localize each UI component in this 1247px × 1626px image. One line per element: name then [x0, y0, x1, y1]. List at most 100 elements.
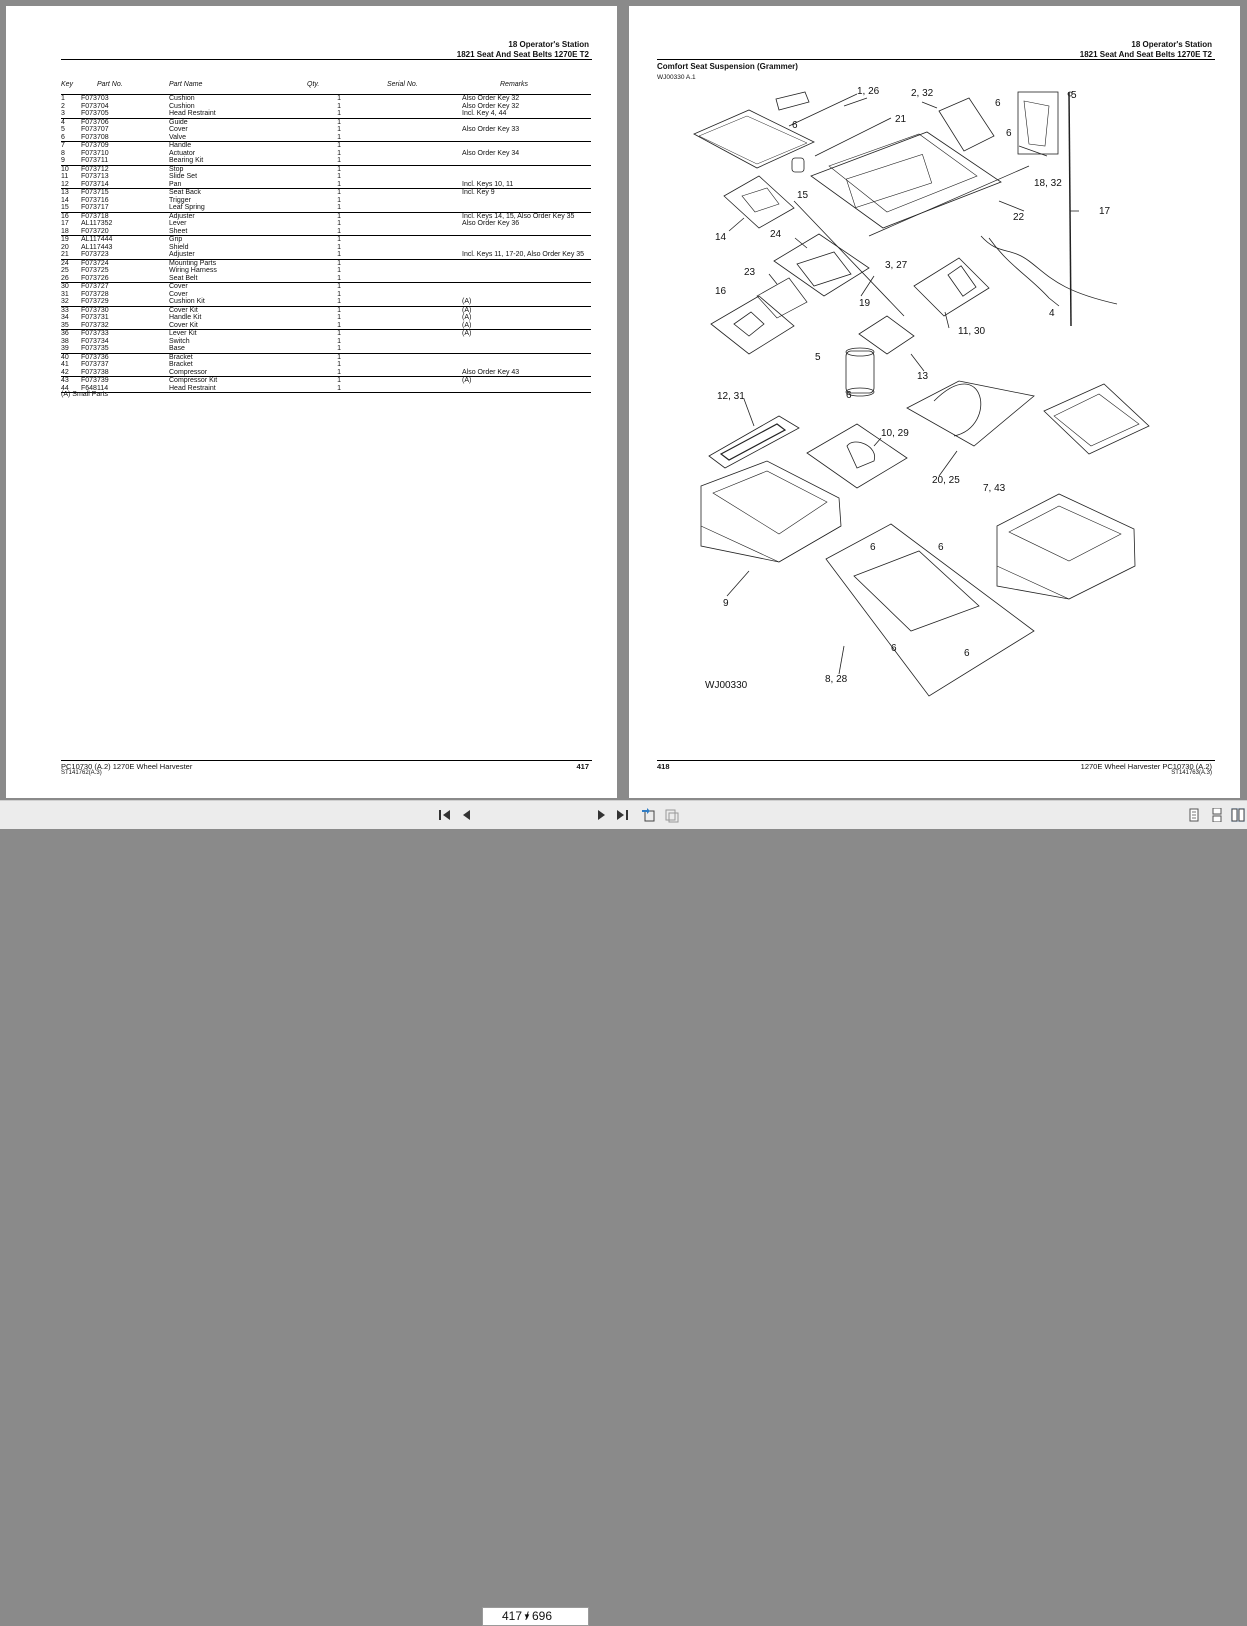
cell-key: 36 — [61, 330, 69, 337]
first-page-icon[interactable] — [438, 808, 452, 822]
cell-key: 41 — [61, 361, 69, 368]
cell-remarks: Incl. Key 9 — [462, 189, 495, 196]
base-plate-box — [825, 523, 1035, 697]
callout-label: 3, 27 — [885, 260, 908, 271]
cell-key: 3 — [61, 110, 81, 119]
col-part-name: Part Name — [169, 80, 299, 95]
cell-part-name: Cover — [169, 283, 188, 290]
right-page-header-section: 18 Operator's Station — [1131, 40, 1212, 49]
cell-remarks: Also Order Key 32 — [462, 102, 520, 110]
cell-serial-no — [387, 361, 462, 369]
col-part-no: Part No. — [81, 80, 169, 95]
cell-qty: 1 — [337, 337, 341, 345]
cell-qty: 1 — [337, 102, 341, 110]
callout-label: 5 — [1071, 90, 1077, 101]
cell-part-no: F073703 — [81, 95, 109, 102]
cell-qty: 1 — [337, 189, 341, 196]
callout-label: 6 — [938, 542, 944, 553]
cell-qty: 1 — [299, 384, 387, 393]
callout-label: 12, 31 — [717, 391, 745, 402]
callout-label: 10, 29 — [881, 428, 909, 439]
left-footer-doc: PC10730 (A.2) 1270E Wheel Harvester — [61, 762, 193, 771]
cell-remarks: Incl. Keys 14, 15, Also Order Key 35 — [462, 212, 575, 220]
cell-remarks — [462, 197, 591, 205]
cell-remarks — [462, 345, 591, 354]
cell-qty: 1 — [337, 306, 341, 314]
cell-qty: 1 — [337, 361, 341, 368]
cell-key: 15 — [61, 204, 81, 213]
seat-shell-left — [700, 460, 842, 563]
cell-qty: 1 — [299, 298, 387, 307]
cell-remarks — [462, 173, 591, 181]
cell-part-no: F073704 — [81, 102, 109, 110]
cell-part-name: Slide Set — [169, 173, 198, 180]
cell-remarks: Also Order Key 43 — [462, 368, 591, 377]
cell-key: 6 — [61, 133, 81, 142]
cell-qty: 1 — [337, 142, 341, 149]
cell-part-name: Adjuster — [169, 212, 195, 220]
single-page-view-icon[interactable] — [1187, 808, 1201, 822]
cell-serial-no — [387, 353, 462, 361]
cell-part-name: Compressor — [169, 368, 299, 377]
continuous-view-icon[interactable] — [1210, 808, 1224, 822]
next-page-icon[interactable] — [594, 808, 608, 822]
cell-key: 2 — [61, 102, 65, 110]
left-page-header-title: 1821 Seat And Seat Belts 1270E T2 — [456, 50, 589, 59]
cell-part-no: AL117352 — [81, 220, 113, 227]
prev-page-icon[interactable] — [460, 808, 474, 822]
seat-shell-right — [996, 493, 1136, 600]
cell-qty: 1 — [299, 204, 387, 213]
cell-qty: 1 — [337, 212, 341, 220]
cell-serial-no — [387, 251, 462, 260]
cell-qty: 1 — [337, 259, 341, 267]
gas-pole — [1068, 91, 1072, 327]
cell-part-name: Compressor Kit — [169, 377, 218, 384]
mounting-parts-box — [773, 233, 870, 297]
cell-key: 1 — [61, 95, 65, 102]
callout-label: 9 — [723, 598, 729, 609]
cover-bar-box — [708, 415, 800, 469]
cell-part-name: Cushion Kit — [169, 298, 299, 307]
cell-remarks: Also Order Key 34 — [462, 149, 520, 157]
header-rule — [657, 59, 1215, 60]
cell-part-no: F073733 — [81, 330, 109, 337]
cell-part-no: F073720 — [81, 227, 169, 236]
cell-qty: 1 — [337, 149, 341, 157]
cell-remarks — [462, 291, 591, 299]
last-page-icon[interactable] — [615, 808, 629, 822]
two-page-view-icon[interactable] — [1231, 808, 1245, 822]
col-remarks: Remarks — [462, 80, 591, 95]
cell-serial-no — [387, 283, 462, 291]
cell-remarks — [462, 204, 591, 213]
cell-part-name: Lever Kit — [169, 330, 197, 337]
page-number-select[interactable]: 417 / 696 ▼ — [482, 1607, 589, 1626]
cell-part-name: Cushion — [169, 102, 195, 110]
cell-qty: 1 — [337, 243, 341, 251]
cell-remarks: Incl. Keys 10, 11 — [462, 180, 591, 189]
cell-remarks: Also Order Key 32 — [462, 95, 520, 102]
cell-key: 18 — [61, 227, 81, 236]
callout-label: 13 — [917, 371, 929, 382]
cell-part-no: F073707 — [81, 126, 109, 133]
cell-part-name: Bracket — [169, 361, 193, 368]
go-back-icon[interactable] — [640, 807, 656, 823]
cell-remarks — [462, 353, 591, 361]
cell-remarks: (A) — [462, 298, 591, 307]
cell-qty: 1 — [299, 133, 387, 142]
cell-qty: 1 — [299, 227, 387, 236]
cell-part-no: F073734 — [81, 337, 109, 345]
go-forward-icon[interactable] — [664, 807, 680, 823]
cell-serial-no — [387, 118, 462, 126]
cell-key: 8 — [61, 149, 65, 157]
cell-part-no: F073708 — [81, 133, 169, 142]
figure-id: WJ00330 A.1 — [657, 74, 696, 81]
trigger-box — [723, 175, 795, 229]
left-page-header-section: 18 Operator's Station — [508, 40, 589, 49]
cell-part-no: F073712 — [81, 165, 109, 173]
cell-part-name: Lever — [169, 220, 187, 227]
